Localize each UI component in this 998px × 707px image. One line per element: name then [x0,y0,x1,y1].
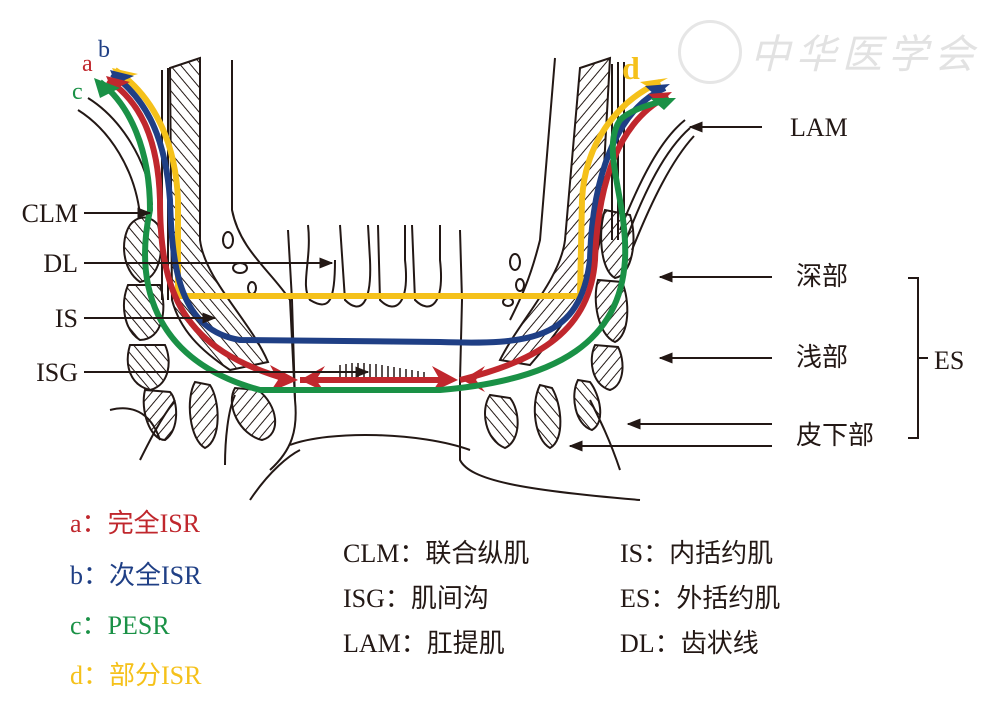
anal-canal [249,224,471,501]
right-es-subcutaneous [484,393,519,450]
legend-key: d [70,661,83,690]
label-lam: LAM [790,113,848,142]
path-d-arrowhead-right [640,78,668,88]
legend-sep: ： [81,509,108,538]
label-clm: CLM [21,199,78,228]
right-es-deep [600,208,635,280]
left-internal-sphincter [168,56,270,372]
abbr-term: ISG [343,584,385,613]
abbr-meaning: 内括约肌 [669,539,774,568]
path-c-pesr [98,79,669,393]
abbr-sep: ： [399,539,426,568]
legend-key: c [70,611,82,640]
left-lam-fiber [77,109,141,216]
legend-key: a [70,509,82,538]
path-c-arrowhead-right [650,98,676,110]
label-isg: ISG [36,358,78,387]
es-bracket [908,277,928,439]
abbr-meaning: 齿状线 [680,629,759,658]
path-b-subtotal-isr [110,71,667,346]
legend-sep: ： [83,661,110,690]
legend-text: PESR [107,611,170,640]
abbr-lam: LAM：肛提肌 [343,631,505,657]
abbr-sep: ： [643,539,670,568]
label-es-group: ES [934,346,965,375]
label-es-subcutaneous: 皮下部 [796,421,875,450]
legend-item-a: a：完全ISR [70,511,200,537]
abbr-sep: ： [650,584,677,613]
path-d-partial-isr [113,67,662,299]
abbr-dl: DL：齿状线 [620,631,759,657]
legend-item-d: d：部分ISR [70,663,201,689]
abbr-sep: ： [400,629,427,658]
legend-sep: ： [81,611,108,640]
legend-key: b [70,561,83,590]
legend-text: 完全ISR [107,509,201,538]
abbr-sep: ： [384,584,411,613]
abbr-clm: CLM：联合纵肌 [343,541,529,567]
abbr-meaning: 外括约肌 [676,584,781,613]
abbr-term: CLM [343,539,400,568]
abbr-meaning: 肛提肌 [426,629,505,658]
abbr-term: ES [620,584,651,613]
legend-item-c: c：PESR [70,613,170,639]
abbr-meaning: 肌间沟 [410,584,489,613]
abbr-is: IS：内括约肌 [620,541,773,567]
label-es-superficial: 浅部 [796,343,849,372]
abbr-isg: ISG：肌间沟 [343,586,489,612]
label-dl: DL [43,249,78,278]
path-letter-a: a [82,51,93,77]
label-is: IS [54,304,78,333]
left-wall [77,56,297,471]
legend-item-b: b：次全ISR [70,563,201,589]
path-c-arrowhead-left [94,78,120,98]
path-letter-c: c [72,79,83,105]
abbr-term: IS [620,539,644,568]
watermark-seal-icon [678,20,742,84]
legend-text: 次全ISR [109,561,202,590]
label-es-deep: 深部 [796,262,849,291]
intersphincteric-groove-hatch [339,363,425,378]
path-a-isg-arrowhead [432,366,458,392]
path-letter-b: b [98,37,110,63]
abbr-sep: ： [654,629,681,658]
abbr-es: ES：外括约肌 [620,586,780,612]
abbr-meaning: 联合纵肌 [425,539,530,568]
path-letter-d: d [622,50,640,86]
left-es-subcutaneous [142,388,178,442]
path-a-complete-isr [106,77,670,383]
legend-sep: ： [83,561,110,590]
abbr-term: DL [620,629,655,658]
abbr-term: LAM [343,629,401,658]
legend-text: 部分ISR [109,661,202,690]
watermark-text: 中华医学会 [750,32,980,77]
path-b-arrowhead-right [645,84,670,96]
